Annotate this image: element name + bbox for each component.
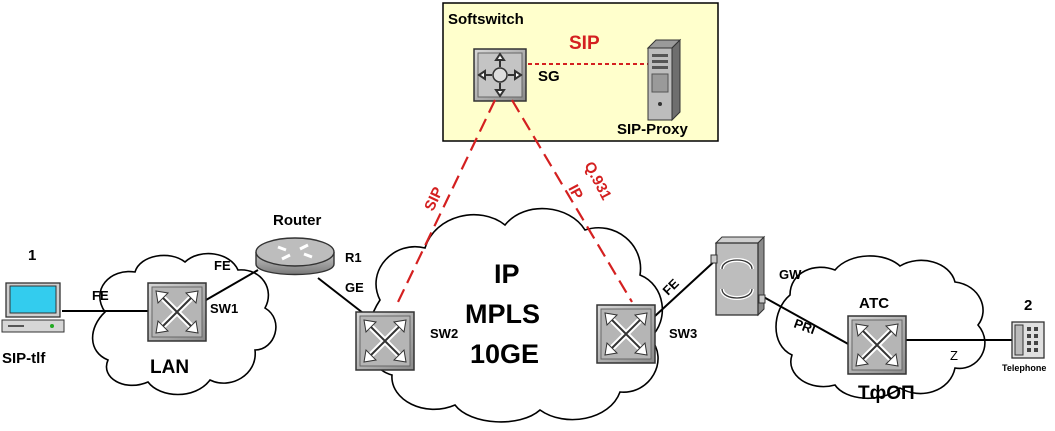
- sw1-router-link: [205, 269, 259, 301]
- sw2-label: SW2: [430, 326, 458, 341]
- router-label: Router: [273, 212, 321, 229]
- sw3-switch-icon: [597, 305, 655, 363]
- router-fe-label: FE: [214, 258, 231, 273]
- ip-sig-label: IP: [564, 182, 586, 203]
- core-line2: MPLS: [465, 299, 540, 329]
- gw-ats-link: [759, 294, 851, 346]
- sw3-gw-link: [654, 257, 719, 317]
- sg-sw2-sip-link: [397, 99, 496, 303]
- sw3-label: SW3: [669, 326, 697, 341]
- sg-switch-icon: [473, 48, 527, 102]
- sw1-label: SW1: [210, 301, 238, 316]
- q931-label: Q.931: [580, 159, 614, 203]
- gateway-icon: [710, 235, 766, 317]
- phone-number: 2: [1024, 297, 1032, 314]
- pc-icon: [1, 282, 65, 333]
- router-ge-label: GE: [345, 280, 364, 295]
- pc-number: 1: [28, 247, 36, 264]
- telephone-icon: [1011, 321, 1045, 359]
- z-line-label: Z: [950, 348, 958, 363]
- sip-proxy-label: SIP-Proxy: [617, 121, 689, 138]
- left-sip-label: SIP: [421, 185, 447, 214]
- softswitch-title: Softswitch: [448, 11, 524, 28]
- phone-label: Telephone: [1002, 363, 1046, 373]
- pc-label: SIP-tlf: [2, 350, 46, 367]
- ats-switch-icon: [848, 316, 906, 374]
- router-icon: [255, 237, 335, 276]
- core-line3: 10GE: [470, 339, 539, 369]
- gw-label: GW: [779, 267, 802, 282]
- sg-sw3-q931-link: [511, 99, 633, 303]
- core-line1: IP: [494, 259, 520, 289]
- pc-link-label: FE: [92, 288, 109, 303]
- pstn-label: ТфОП: [858, 383, 915, 404]
- server-icon: [646, 38, 682, 122]
- softswitch-sip-label: SIP: [569, 33, 600, 54]
- router-r1-label: R1: [345, 250, 362, 265]
- pri-label: PRI: [792, 316, 817, 338]
- sg-label: SG: [538, 68, 560, 85]
- sw2-switch-icon: [356, 312, 414, 370]
- ats-label: АТС: [859, 295, 889, 312]
- lan-label: LAN: [150, 357, 189, 378]
- sw1-switch-icon: [148, 283, 206, 341]
